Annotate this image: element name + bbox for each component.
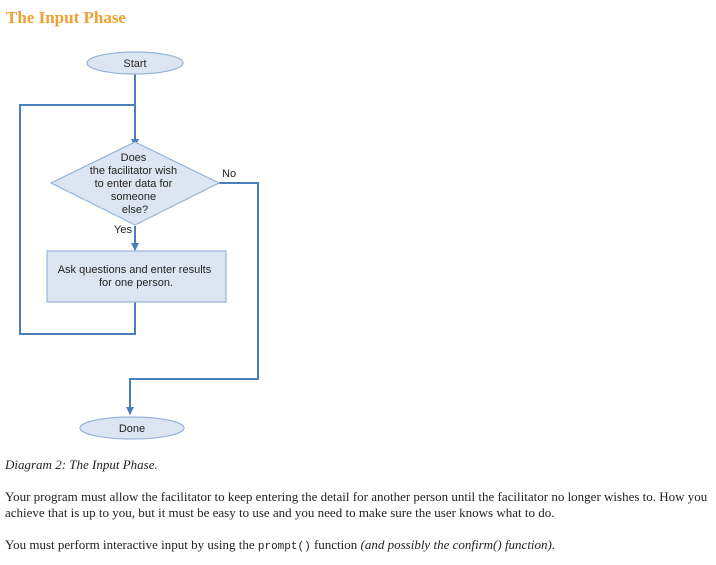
decision-label-line-4: someone	[111, 191, 156, 203]
connector-decision-no-to-done	[126, 182, 259, 415]
decision-diamond	[49, 141, 221, 226]
decision-label-line-5: else?	[122, 204, 148, 216]
decision-label: Does the facilitator wish to enter data …	[90, 152, 181, 216]
done-ellipse	[79, 416, 185, 440]
process-node: Ask questions and enter results for one …	[46, 250, 227, 303]
process-label-line-1: Ask questions and enter results	[58, 264, 212, 276]
process-label: Ask questions and enter results for one …	[58, 264, 215, 289]
input-method-text-before: You must perform interactive input by us…	[5, 537, 258, 552]
decision-label-line-3: to enter data for	[95, 178, 173, 190]
prompt-function-code: prompt()	[257, 541, 311, 553]
start-ellipse	[86, 51, 184, 75]
confirm-function-note: (and possibly the confirm() function).	[360, 537, 556, 552]
input-method-paragraph: You must perform interactive input by us…	[5, 537, 713, 555]
decision-label-line-2: the facilitator wish	[90, 165, 177, 177]
connectors	[19, 74, 259, 415]
flowchart-diagram: Start Does the facilitator wish to enter…	[19, 51, 259, 440]
page-title: The Input Phase	[6, 8, 126, 27]
no-label: No	[222, 168, 236, 180]
instructions-paragraph: Your program must allow the facilitator …	[5, 489, 708, 520]
done-node: Done	[79, 416, 185, 440]
connector-loop-back	[19, 104, 136, 335]
start-node: Start	[86, 51, 184, 75]
yes-label: Yes	[114, 224, 132, 236]
decision-node: Does the facilitator wish to enter data …	[49, 141, 221, 226]
diagram-caption: Diagram 2: The Input Phase.	[5, 457, 158, 472]
process-label-line-2: for one person.	[99, 277, 173, 289]
process-box	[46, 250, 227, 303]
decision-label-line-1: Does	[121, 152, 147, 164]
start-label: Start	[123, 58, 146, 70]
done-label: Done	[119, 423, 145, 435]
input-method-text-after: function	[310, 537, 361, 552]
